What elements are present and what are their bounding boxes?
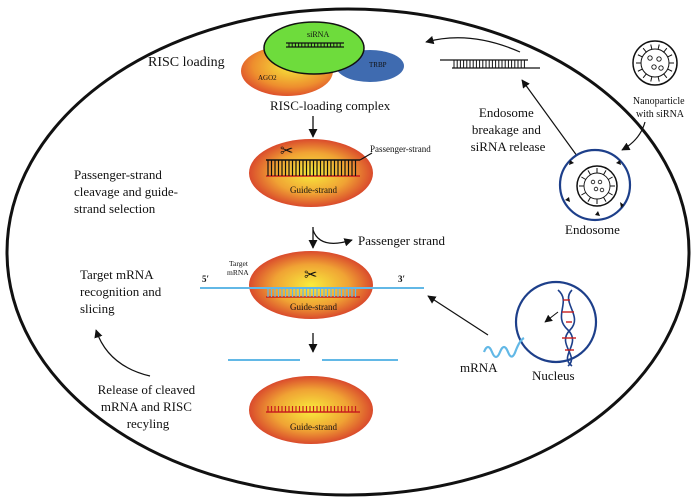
dna-helix-icon [557,289,576,367]
risc-recognition: ✂ Guide-strand [200,251,424,319]
five-prime-label: 5′ [202,274,209,284]
sirna-label: siRNA [307,30,329,39]
scissors-icon: ✂ [304,267,317,284]
ago2-label: AGO2 [258,74,277,82]
guide-strand-label-3: Guide-strand [290,422,337,432]
endosome-icon [558,148,632,222]
sirna-to-risc-arrow [425,35,521,53]
step-release-label: Release of cleaved mRNA and RISC recylin… [98,382,199,431]
mrna-label: mRNA [460,360,498,375]
nanoparticle-to-endosome-arrow [621,121,646,151]
risc-recycled: Guide-strand [249,376,373,444]
released-sirna [440,59,540,69]
risc-loading-label: RISC loading [148,55,225,70]
endosome-release-label: Endosome breakage and siRNA release [471,105,546,154]
mrna-squiggle [482,337,525,359]
endosome-label: Endosome [565,222,620,237]
guide-strand-label-2: Guide-strand [290,302,337,312]
step-cleavage-label: Passenger-strand cleavage and guide- str… [74,167,181,216]
nucleus-label: Nucleus [532,368,575,383]
endosome-to-sirna-arrow [521,79,581,161]
risc-cleavage: ✂ Passenger-strand Guide-strand [249,139,431,207]
target-mrna-label: Target mRNA [227,259,250,277]
mrna-to-risc-arrow [427,295,489,336]
passenger-strand-label: Passenger-strand [370,144,431,154]
nucleus-inner-arrow [544,311,559,323]
nanoparticle-icon [632,40,678,86]
nanoparticle-label: Nanoparticle with siRNA [633,96,687,120]
sirna-blob [263,21,365,75]
scissors-icon: ✂ [280,143,293,160]
passenger-strand-arrow [312,229,353,247]
step-recognition-label: Target mRNA recognition and slicing [80,267,164,316]
passenger-strand-out-label: Passenger strand [358,233,446,248]
cell-outline [5,7,691,497]
recycle-arrow [94,329,151,377]
risc-loading-complex: siRNA AGO2 TRBP [241,21,404,96]
guide-strand-label-1: Guide-strand [290,185,337,195]
three-prime-label: 3′ [398,274,405,284]
trbp-label: TRBP [369,61,387,69]
risc-loading-complex-label: RISC-loading complex [270,98,391,113]
nucleus-icon [514,280,598,367]
